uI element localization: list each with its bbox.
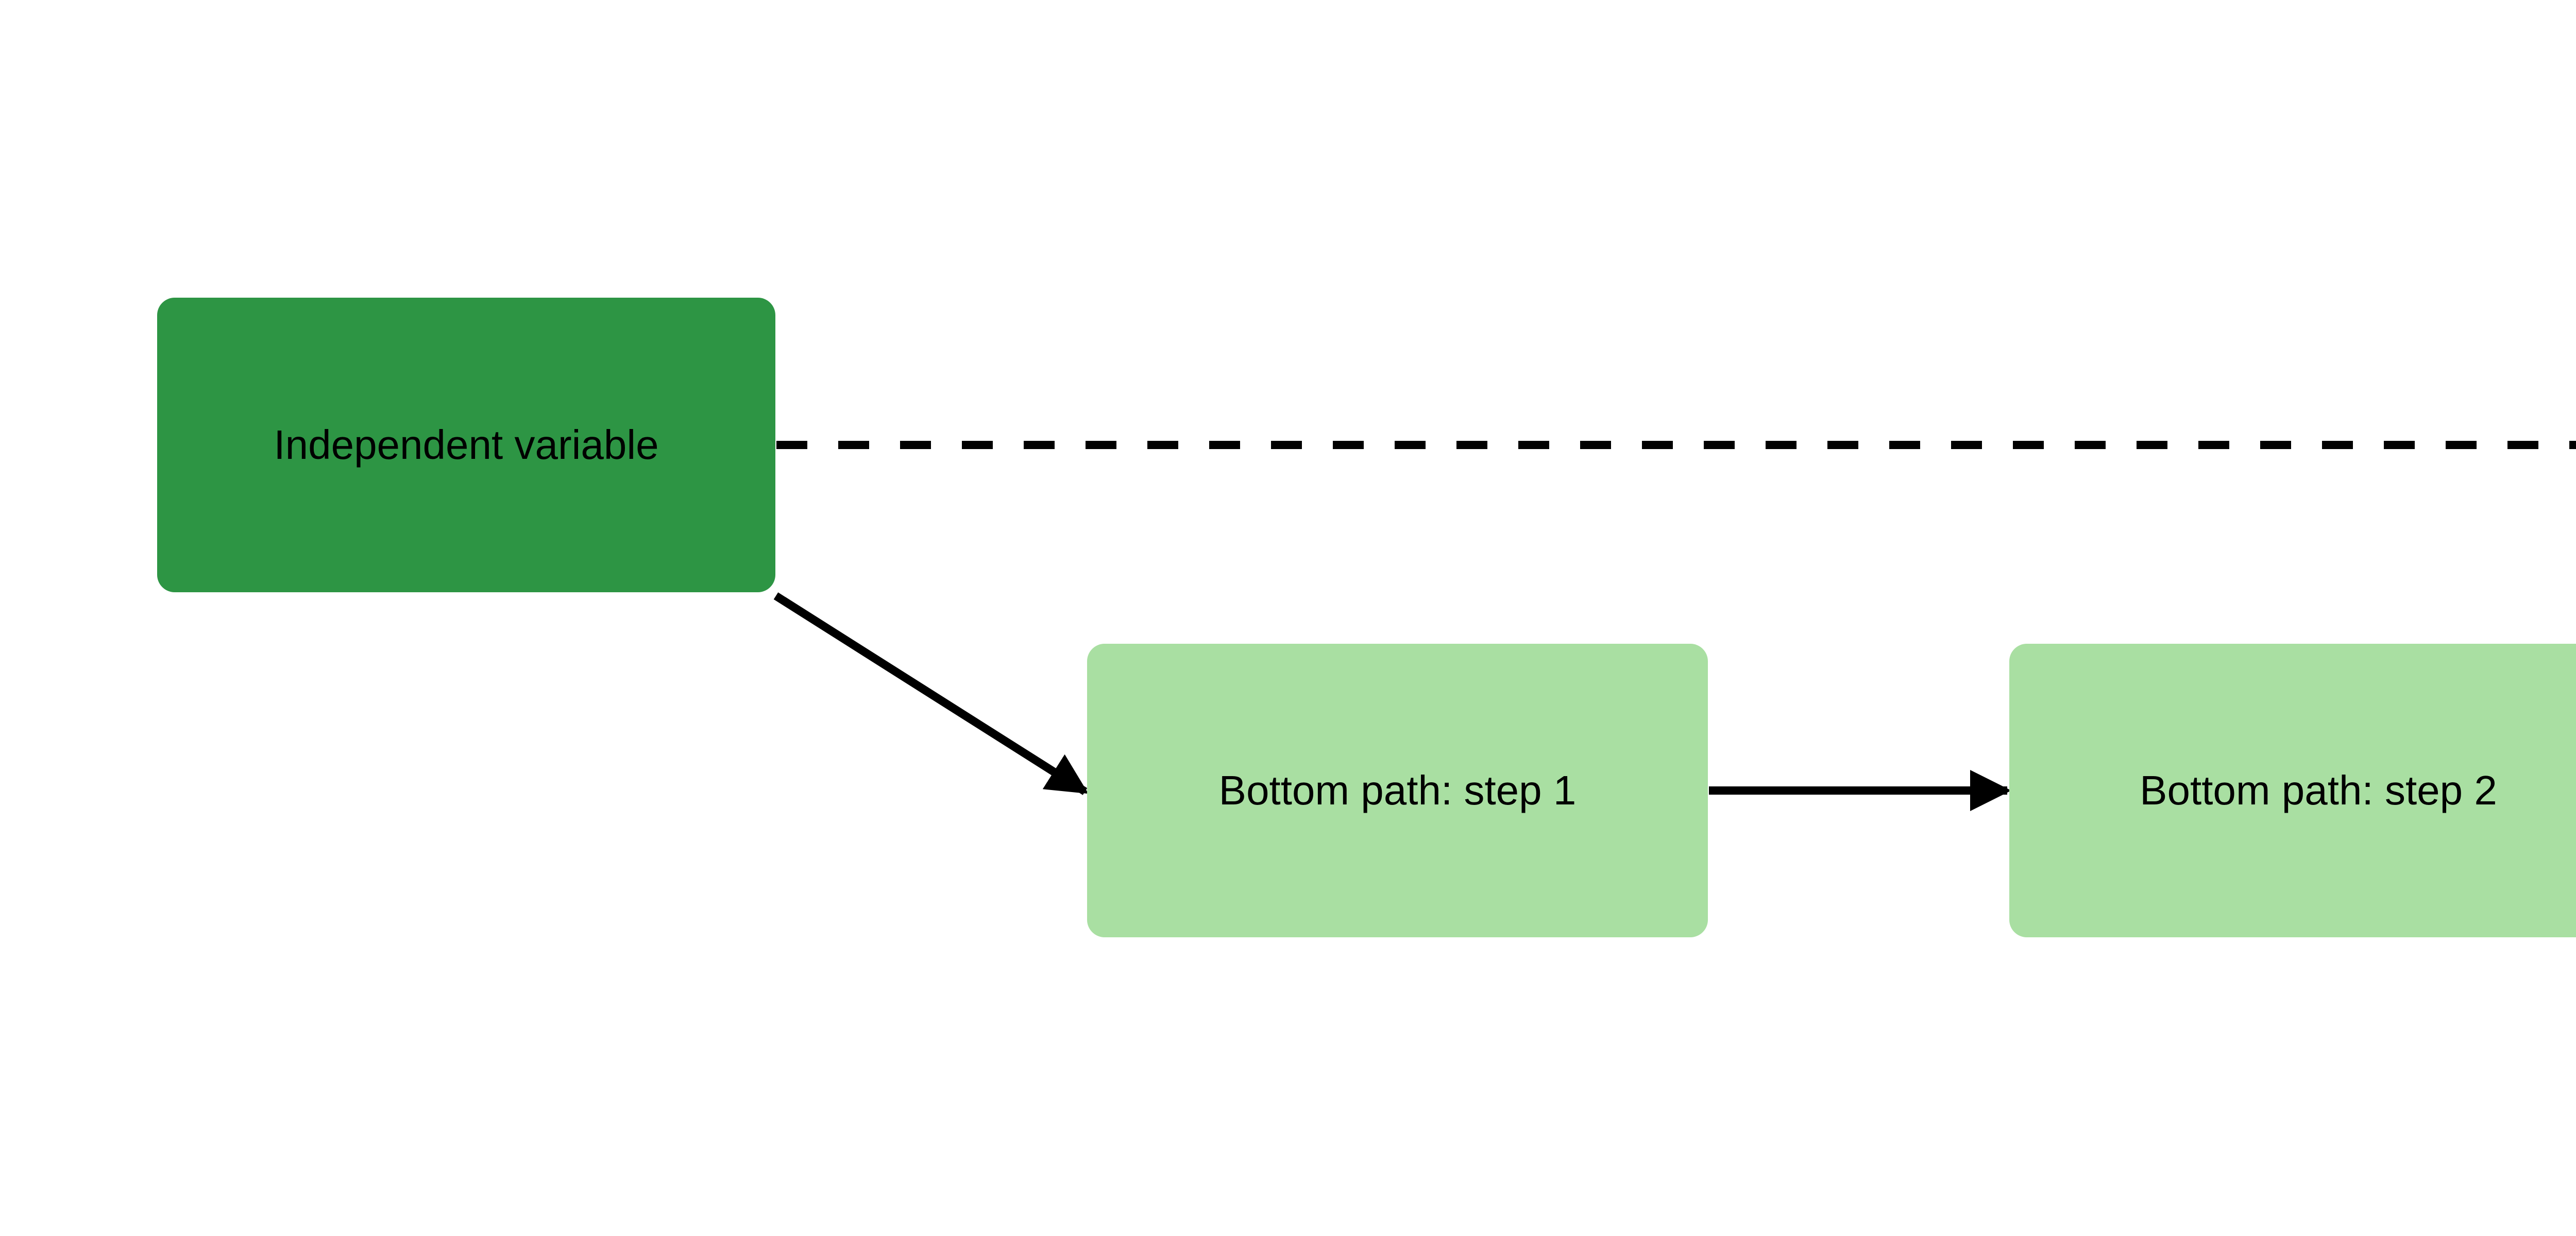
node-label: Independent variable: [274, 422, 659, 468]
edge-independent-to-step1: [773, 592, 1089, 795]
node-label: Bottom path: step 1: [1218, 767, 1577, 813]
node-bottom-path-step-2: Bottom path: step 2: [2009, 644, 2576, 937]
node-label: Bottom path: step 2: [2140, 767, 2497, 813]
node-bottom-path-step-1: Bottom path: step 1: [1087, 644, 1708, 937]
node-independent-variable: Independent variable: [157, 298, 775, 592]
